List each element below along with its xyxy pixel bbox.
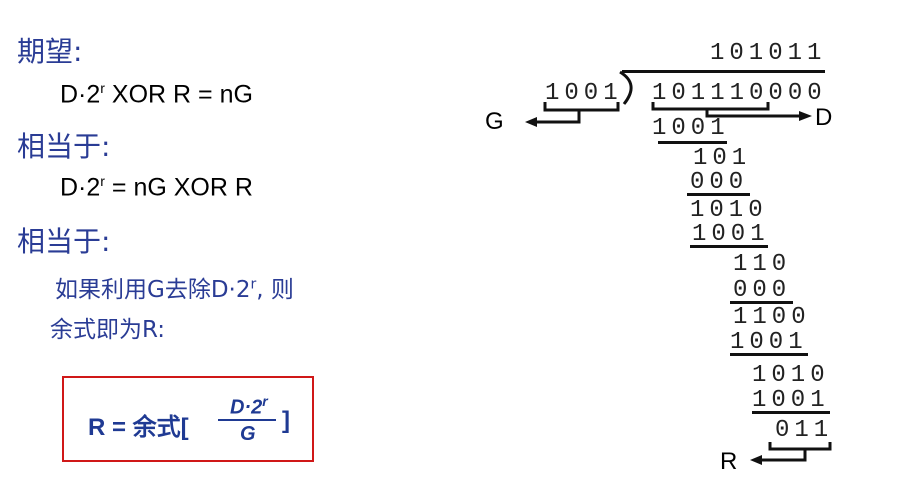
equation-2: D·2r = nG XOR R [60, 173, 253, 202]
step-row: 1100 [733, 304, 811, 331]
formula-lhs: R = 余式[ [88, 414, 189, 441]
fraction-bar [218, 419, 276, 421]
equation-1: D·2r XOR R = nG [60, 80, 253, 109]
step-row: 1001 [752, 387, 830, 414]
step-row: 101 [693, 145, 752, 172]
subtract-line [752, 411, 830, 414]
label-g: G [485, 108, 504, 135]
r-arrow [750, 442, 832, 465]
formula-close-bracket: ] [282, 407, 290, 434]
g-d-arrows [525, 102, 812, 127]
formula-denominator: G [240, 423, 256, 445]
step-row: 110 [733, 251, 792, 278]
subtract-line [658, 141, 727, 144]
quotient: 101011 [710, 40, 827, 67]
step-row: 1001 [730, 329, 808, 356]
step-row: 000 [690, 169, 749, 196]
heading-equivalent-1: 相当于: [17, 130, 111, 163]
step-row: 1001 [692, 221, 770, 248]
description-line-2: 余式即为R: [50, 317, 166, 343]
subtract-line [730, 301, 793, 304]
heading-expect: 期望: [17, 35, 83, 68]
formula-box [62, 376, 314, 462]
dividend: 101110000 [652, 80, 827, 107]
label-d: D [815, 104, 833, 131]
division-bracket [619, 70, 633, 105]
description-line-1: 如果利用G去除D·2r, 则 [55, 276, 294, 303]
remainder: 011 [775, 417, 834, 444]
division-bar [622, 70, 825, 73]
label-r: R [720, 448, 738, 475]
formula-numerator: D·2r [230, 393, 268, 419]
heading-equivalent-2: 相当于: [17, 225, 111, 258]
step-row: 1010 [690, 197, 768, 224]
subtract-line [687, 193, 750, 196]
step-row: 1010 [752, 362, 830, 389]
subtract-line [730, 353, 808, 356]
step-row: 1001 [652, 115, 730, 142]
subtract-line [690, 245, 768, 248]
divisor: 1001 [545, 80, 623, 107]
step-row: 000 [733, 277, 792, 304]
